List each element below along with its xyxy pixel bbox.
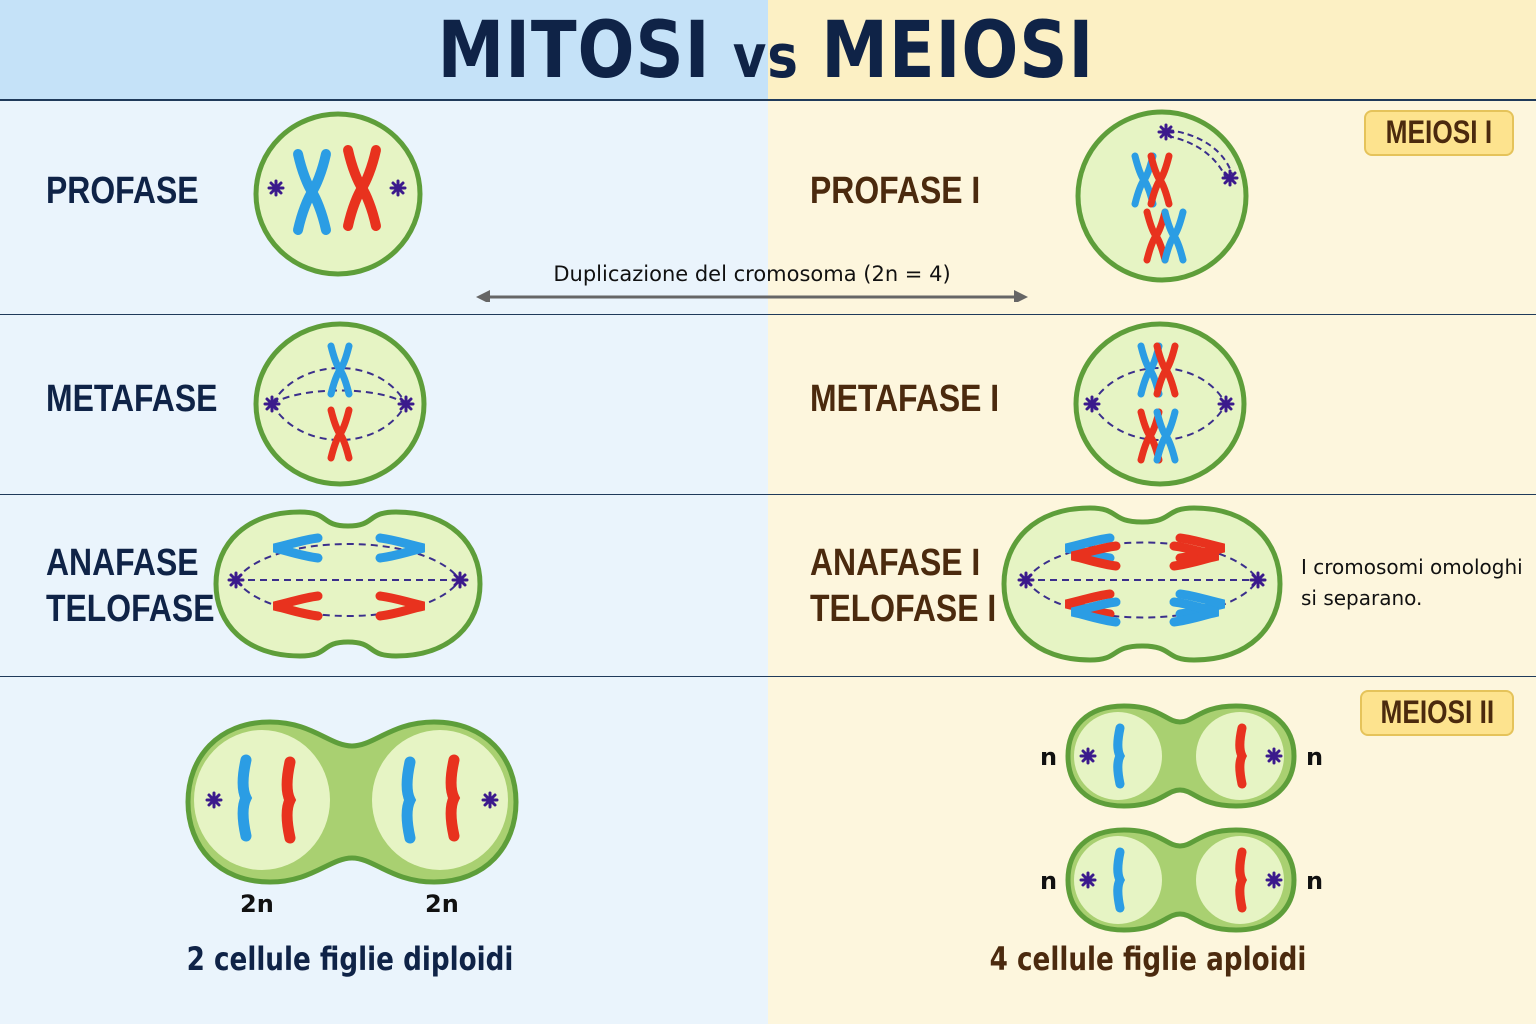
label-meiosis-telophase: TELOFASE I: [810, 588, 997, 630]
title-vs: vs: [732, 22, 799, 92]
divider-header: [0, 99, 1536, 101]
cell-meiosis-metaphase: [1073, 321, 1247, 487]
homologs-note-line1: I cromosomi omologhi: [1301, 555, 1523, 579]
result-meiosis: 4 cellule figlie aploidi: [989, 940, 1307, 978]
ploidy-meiosis-4: n: [1306, 867, 1324, 895]
divider-metaphase: [0, 494, 1536, 495]
label-mitosis-anaphase: ANAFASE: [46, 542, 199, 584]
label-meiosis-prophase: PROFASE I: [810, 170, 981, 212]
meiosis-header-bg: [768, 0, 1536, 100]
cell-mitosis-anaphase: [213, 509, 483, 659]
cell-mitosis-daughters: [185, 719, 519, 885]
ploidy-meiosis-3: n: [1040, 867, 1058, 895]
cell-meiosis-daughters-top: [1065, 703, 1297, 809]
homologs-note-line2: si separano.: [1301, 586, 1423, 610]
badge-meiosis-1: MEIOSI I: [1364, 110, 1514, 156]
label-meiosis-anaphase: ANAFASE I: [810, 542, 981, 584]
label-mitosis-prophase: PROFASE: [46, 170, 199, 212]
divider-prophase: [0, 314, 1536, 315]
cell-mitosis-metaphase: [253, 321, 427, 487]
result-mitosis: 2 cellule figlie diploidi: [186, 940, 514, 978]
cell-meiosis-daughters-bottom: [1065, 827, 1297, 933]
cell-mitosis-prophase: [253, 111, 423, 277]
cell-meiosis-prophase: [1075, 109, 1249, 283]
label-meiosis-metaphase: METAFASE I: [810, 378, 1000, 420]
label-mitosis-telophase: TELOFASE: [46, 588, 215, 630]
duplication-annotation: Duplicazione del cromosoma (2n = 4): [474, 262, 1030, 302]
title-meiosis: MEIOSI: [821, 6, 1095, 96]
badge-meiosis-2: MEIOSI II: [1360, 690, 1514, 736]
homologs-note: I cromosomi omologhi si separano.: [1301, 552, 1523, 614]
ploidy-mitosis-left: 2n: [240, 890, 274, 918]
mitosis-header-bg: [0, 0, 768, 100]
label-mitosis-metaphase: METAFASE: [46, 378, 218, 420]
cell-meiosis-anaphase: [1001, 505, 1283, 663]
ploidy-meiosis-1: n: [1040, 743, 1058, 771]
divider-anaphase: [0, 676, 1536, 677]
ploidy-meiosis-2: n: [1306, 743, 1324, 771]
page-title: MITOSI vs MEIOSI: [105, 6, 1426, 96]
title-mitosis: MITOSI: [437, 6, 711, 96]
double-arrow-icon: [476, 290, 1028, 302]
duplication-label: Duplicazione del cromosoma (2n = 4): [553, 262, 951, 286]
ploidy-mitosis-right: 2n: [425, 890, 459, 918]
